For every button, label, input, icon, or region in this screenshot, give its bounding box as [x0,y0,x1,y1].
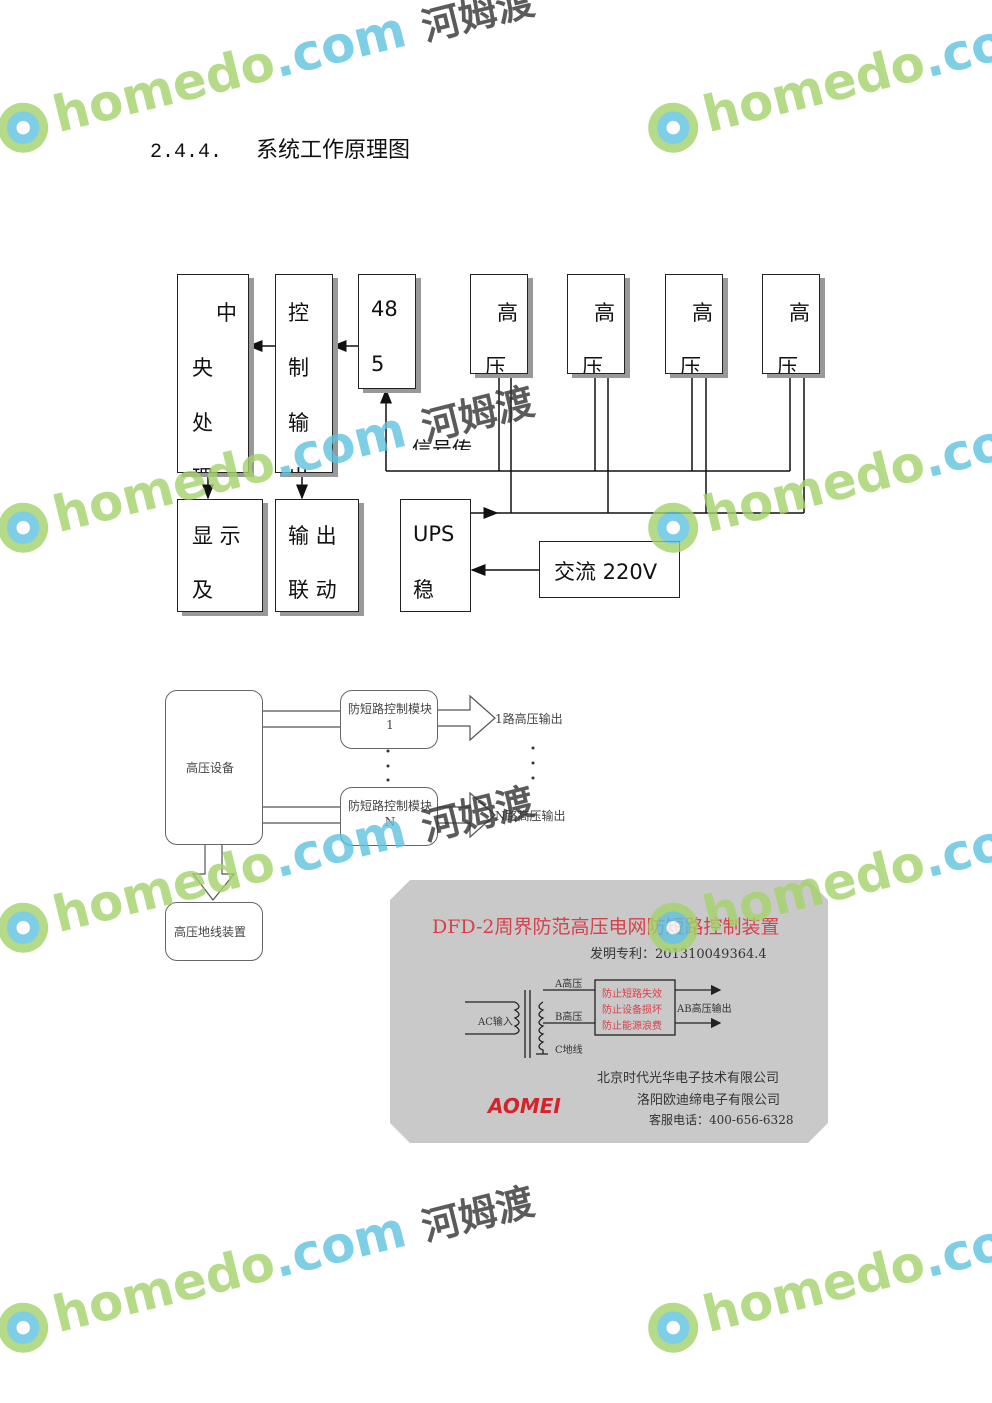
module-n-box: 防短路控制模块N [340,787,438,846]
control-output-box: 控 制 输 出 [275,274,333,473]
wm-site: homedo [47,1232,281,1344]
rs485-text: 5 [371,352,385,376]
ac-input-label: AC输入 [478,1017,513,1028]
hv-char: 高 [789,301,810,325]
ground-device-label: 高压地线装置 [174,925,247,939]
hv-device-label: 高压设备 [186,761,235,775]
wm-cn: 河姆渡 [417,1179,539,1250]
rs485-box: 48 5 [358,274,416,389]
output-1-label: 1路高压输出 [495,712,563,726]
display-box: 显 示 及 [177,499,263,612]
ground-device-box: 高压地线装置 [165,902,263,961]
flower-logo-icon [642,1296,704,1358]
display-text: 显 示 [192,524,241,548]
aomei-logo: AOMEI [488,1094,561,1118]
hv-char: 压 [582,355,603,374]
ctrl-char: 输 [288,411,309,435]
hv-char: 压 [777,355,798,374]
feature: 防止短路失效 [602,989,662,1000]
cpu-char: 理 [192,462,213,472]
display-text: 及 [192,578,213,602]
transformer-schematic [465,979,722,1058]
hv-char: 高 [692,301,713,325]
hv-char: 压 [485,355,506,374]
ctrl-char: 控 [288,301,309,325]
cpu-char: 处 [192,411,213,435]
ups-box: UPS 稳 [400,499,471,612]
rs485-text: 48 [371,297,398,321]
ctrl-char: 出 [288,462,309,472]
module-n-label: 防短路控制模块N [347,799,432,829]
feature: 防止能源浪费 [602,1021,662,1032]
a-hv-label: A高压 [555,979,583,990]
hv-box: 高压 [762,274,820,374]
section-title: 系统工作原理图 [256,138,411,163]
wm-site: homedo [697,1232,931,1344]
product-nameplate: DFD-2周界防范高压电网防短路控制装置 发明专利：201310049364.4… [390,880,828,1143]
flower-logo-icon [0,1296,54,1358]
diagram2-connectors [191,694,535,901]
module-1-box: 防短路控制模块1 [340,690,438,749]
hv-box: 高压 [470,274,528,374]
signal-label: 信号传 [412,437,472,450]
hv-char: 压 [680,355,701,374]
hv-box: 高压 [665,274,723,374]
company-1: 北京时代光华电子技术有限公司 [597,1071,780,1086]
hv-device-box: 高压设备 [165,690,263,845]
cpu-char: 央 [192,356,213,380]
output-text: 联 动 [288,578,337,602]
company-2: 洛阳欧迪缔电子有限公司 [637,1093,781,1108]
ctrl-char: 制 [288,356,309,380]
watermark: homedo.com [641,1200,992,1358]
section-number: 2.4.4. [150,141,223,164]
ups-text: UPS [413,522,455,546]
ac-text: 交流 220V [554,560,658,584]
hv-char: 高 [594,301,615,325]
module-1-label: 防短路控制模块1 [347,702,432,732]
hv-char: 高 [497,301,518,325]
output-text: 输 出 [288,524,337,548]
b-hv-label: B高压 [555,1012,583,1023]
cpu-char: 中 [216,301,237,325]
feature: 防止设备损坏 [602,1005,662,1016]
c-ground-label: C地线 [555,1045,583,1056]
wm-dot: .com [266,1200,412,1290]
output-n-label: N路高压输出 [495,809,566,823]
hv-box: 高压 [567,274,625,374]
service-phone: 客服电话：400-656-6328 [649,1113,794,1127]
section-heading: 2.4.4. 系统工作原理图 [150,132,410,164]
wm-dot: .com [916,1200,992,1290]
output-linkage-box: 输 出 联 动 [275,499,359,612]
ups-text: 稳 [413,578,434,602]
watermark: homedo.com 河姆渡 [0,1169,539,1358]
cpu-box: 中 央 处 理 [177,274,249,473]
ab-output-label: AB高压输出 [677,1004,732,1015]
